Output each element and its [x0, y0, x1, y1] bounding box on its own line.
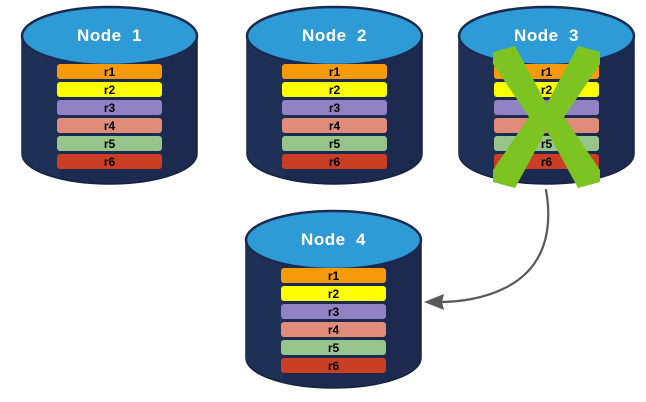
- row-r5[interactable]: r5: [494, 136, 599, 151]
- row-label: r5: [327, 340, 340, 355]
- row-label: r6: [327, 358, 340, 373]
- row-label: r5: [540, 136, 553, 151]
- cylinder-side-shading: [247, 36, 285, 178]
- row-label: r6: [540, 154, 553, 169]
- row-r6[interactable]: r6: [281, 358, 386, 373]
- row-r6[interactable]: r6: [57, 154, 162, 169]
- row-r2[interactable]: r2: [282, 82, 387, 97]
- cylinder-top-ellipse: [244, 209, 423, 271]
- row-r3[interactable]: r3: [494, 100, 599, 115]
- cylinder-side-shading: [459, 36, 497, 178]
- row-r4[interactable]: r4: [57, 118, 162, 133]
- cylinder-side-shading: [246, 240, 284, 382]
- row-label: r6: [103, 154, 116, 169]
- row-r5[interactable]: r5: [281, 340, 386, 355]
- row-label: r3: [327, 304, 340, 319]
- cylinder-top-ellipse: [20, 5, 199, 67]
- row-r4[interactable]: r4: [281, 322, 386, 337]
- cylinder-top-ellipse: [245, 5, 424, 67]
- row-r2[interactable]: r2: [57, 82, 162, 97]
- cylinder-side-shading: [22, 36, 60, 178]
- row-label: r1: [540, 64, 553, 79]
- row-r5[interactable]: r5: [282, 136, 387, 151]
- row-r1[interactable]: r1: [494, 64, 599, 79]
- row-label: r4: [103, 118, 116, 133]
- row-r3[interactable]: r3: [282, 100, 387, 115]
- row-r4[interactable]: r4: [494, 118, 599, 133]
- row-label: r1: [327, 268, 340, 283]
- row-r6[interactable]: r6: [282, 154, 387, 169]
- row-r5[interactable]: r5: [57, 136, 162, 151]
- row-r4[interactable]: r4: [282, 118, 387, 133]
- row-r3[interactable]: r3: [281, 304, 386, 319]
- row-label: r1: [103, 64, 116, 79]
- row-label: r5: [103, 136, 116, 151]
- row-label: r2: [328, 82, 341, 97]
- row-r2[interactable]: r2: [281, 286, 386, 301]
- row-r6[interactable]: r6: [494, 154, 599, 169]
- row-label: r4: [540, 118, 553, 133]
- row-label: r6: [328, 154, 341, 169]
- row-label: r3: [103, 100, 116, 115]
- row-label: r3: [540, 100, 553, 115]
- row-label: r3: [328, 100, 341, 115]
- row-label: r2: [327, 286, 340, 301]
- row-r3[interactable]: r3: [57, 100, 162, 115]
- row-r2[interactable]: r2: [494, 82, 599, 97]
- row-label: r5: [328, 136, 341, 151]
- cylinder-top-ellipse: [457, 5, 636, 67]
- row-label: r2: [540, 82, 553, 97]
- row-label: r2: [103, 82, 116, 97]
- row-label: r4: [328, 118, 341, 133]
- row-label: r1: [328, 64, 341, 79]
- row-label: r4: [327, 322, 340, 337]
- row-r1[interactable]: r1: [282, 64, 387, 79]
- row-r1[interactable]: r1: [281, 268, 386, 283]
- row-r1[interactable]: r1: [57, 64, 162, 79]
